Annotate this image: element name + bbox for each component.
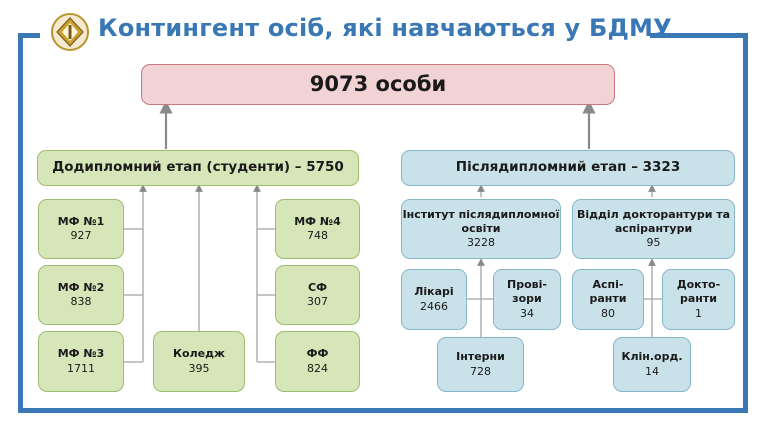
institute-box: Інститут післядипломної освіти 3228 — [401, 199, 561, 259]
clinical-value: 14 — [645, 364, 659, 378]
mf3-box: МФ №3 1711 — [38, 331, 124, 392]
mf3-value: 1711 — [67, 361, 95, 375]
clinical-name: Клін.орд. — [621, 350, 683, 364]
doctoral-box: Відділ докторантури та аспірантури 95 — [572, 199, 735, 259]
university-emblem-icon — [51, 13, 89, 51]
pharmacists-name: Прові-зори — [507, 278, 547, 306]
college-box: Коледж 395 — [153, 331, 245, 392]
ff-box: ФФ 824 — [275, 331, 360, 392]
mf4-value: 748 — [307, 229, 328, 242]
sf-name: СФ — [308, 280, 327, 294]
doctorants-value: 1 — [695, 306, 702, 320]
interns-box: Інтерни 728 — [437, 337, 524, 392]
page-title: Контингент осіб, які навчаються у БДМУ — [98, 14, 672, 42]
postgrad-stage-label: Післядипломний етап – 3323 — [455, 159, 681, 176]
undergrad-stage-label: Додипломний етап (студенти) – 5750 — [52, 159, 344, 176]
aspirants-box: Аспі-ранти 80 — [572, 269, 644, 330]
institute-name: Інститут післядипломної освіти — [402, 207, 560, 235]
undergrad-stage-box: Додипломний етап (студенти) – 5750 — [37, 150, 359, 186]
mf4-box: МФ №4 748 — [275, 199, 360, 259]
clinical-box: Клін.орд. 14 — [613, 337, 691, 392]
ff-name: ФФ — [306, 347, 329, 361]
interns-value: 728 — [470, 364, 491, 378]
doctorants-box: Докто-ранти 1 — [662, 269, 735, 330]
title-background — [40, 20, 650, 48]
mf2-name: МФ №2 — [57, 280, 105, 294]
sf-value: 307 — [307, 295, 328, 308]
interns-name: Інтерни — [456, 350, 505, 364]
pharmacists-value: 34 — [520, 306, 534, 320]
mf2-value: 838 — [70, 295, 92, 308]
mf2-box: МФ №2 838 — [38, 265, 124, 325]
total-box: 9073 особи — [141, 64, 615, 105]
ff-value: 824 — [307, 361, 328, 375]
mf4-name: МФ №4 — [294, 214, 341, 228]
doctors-value: 2466 — [420, 299, 448, 313]
mf3-name: МФ №3 — [57, 347, 105, 361]
mf1-name: МФ №1 — [57, 214, 105, 228]
college-value: 395 — [188, 361, 210, 375]
doctoral-value: 95 — [646, 236, 661, 250]
doctorants-name: Докто-ранти — [676, 278, 721, 306]
aspirants-name: Аспі-ранти — [589, 278, 627, 306]
doctors-name: Лікарі — [414, 285, 454, 299]
total-label: 9073 особи — [309, 71, 447, 96]
doctors-box: Лікарі 2466 — [401, 269, 467, 330]
institute-value: 3228 — [467, 236, 495, 250]
sf-box: СФ 307 — [275, 265, 360, 325]
aspirants-value: 80 — [601, 306, 615, 320]
college-name: Коледж — [173, 347, 225, 361]
mf1-box: МФ №1 927 — [38, 199, 124, 259]
postgrad-stage-box: Післядипломний етап – 3323 — [401, 150, 735, 186]
doctoral-name: Відділ докторантури та аспірантури — [576, 207, 731, 235]
mf1-value: 927 — [70, 229, 92, 242]
pharmacists-box: Прові-зори 34 — [493, 269, 561, 330]
